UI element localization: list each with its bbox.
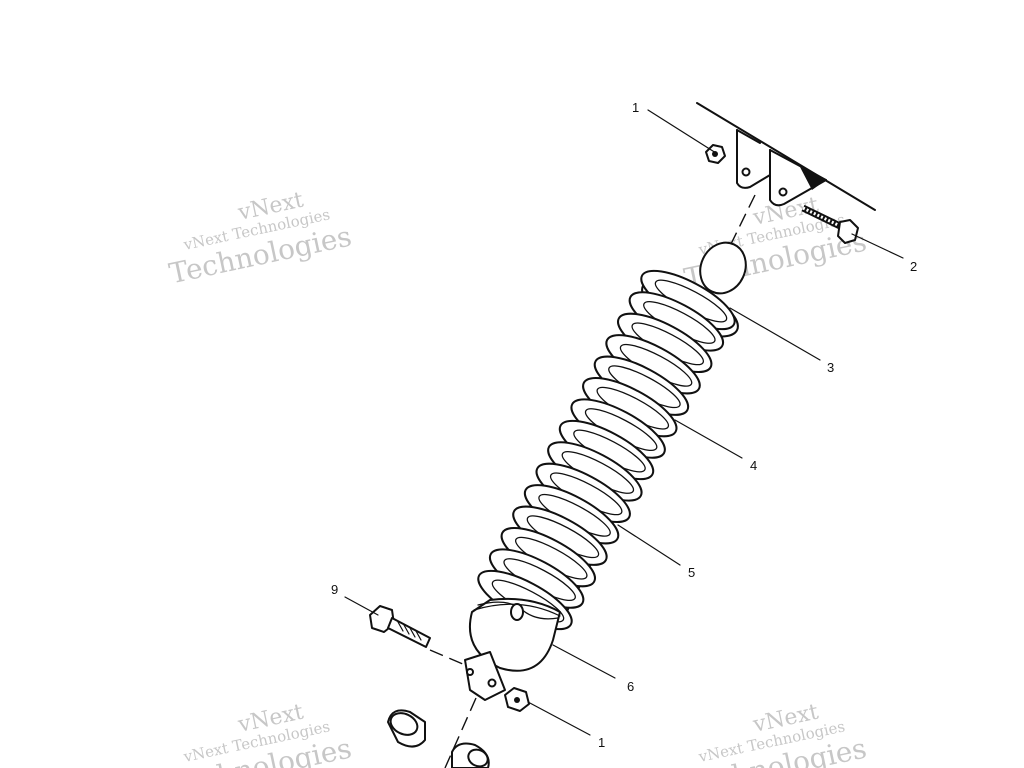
- watermark-top-left: vNext vNext Technologies Technologies: [166, 188, 354, 291]
- callout-9: 9: [331, 582, 338, 597]
- coil-spring: [477, 269, 736, 631]
- frame-bracket: [696, 102, 876, 211]
- spacer: [451, 742, 490, 768]
- assembly-line-top: [729, 194, 756, 247]
- lower-nut: [504, 687, 530, 712]
- callout-1-top: 1: [632, 100, 639, 115]
- callout-3: 3: [827, 360, 834, 375]
- callout-1-bottom: 1: [598, 735, 605, 750]
- callout-4: 4: [750, 458, 757, 473]
- watermark-bottom-left: vNext vNext Technologies Technologies: [166, 700, 354, 768]
- watermark-bottom-right: vNext vNext Technologies Technologies: [681, 700, 869, 768]
- shock-assembly: [464, 241, 747, 701]
- assembly-line-bolt: [429, 649, 466, 666]
- top-bolt: [801, 204, 859, 244]
- callout-6: 6: [627, 679, 634, 694]
- callout-5: 5: [688, 565, 695, 580]
- callouts: 1 2 3 4 5 6 1 9: [331, 100, 917, 750]
- assembly-line-bottom: [444, 697, 477, 768]
- callout-2: 2: [910, 259, 917, 274]
- top-nut: [705, 144, 726, 164]
- leader-lines: [344, 109, 904, 736]
- bushing: [387, 709, 426, 748]
- lower-bolt: [369, 605, 431, 648]
